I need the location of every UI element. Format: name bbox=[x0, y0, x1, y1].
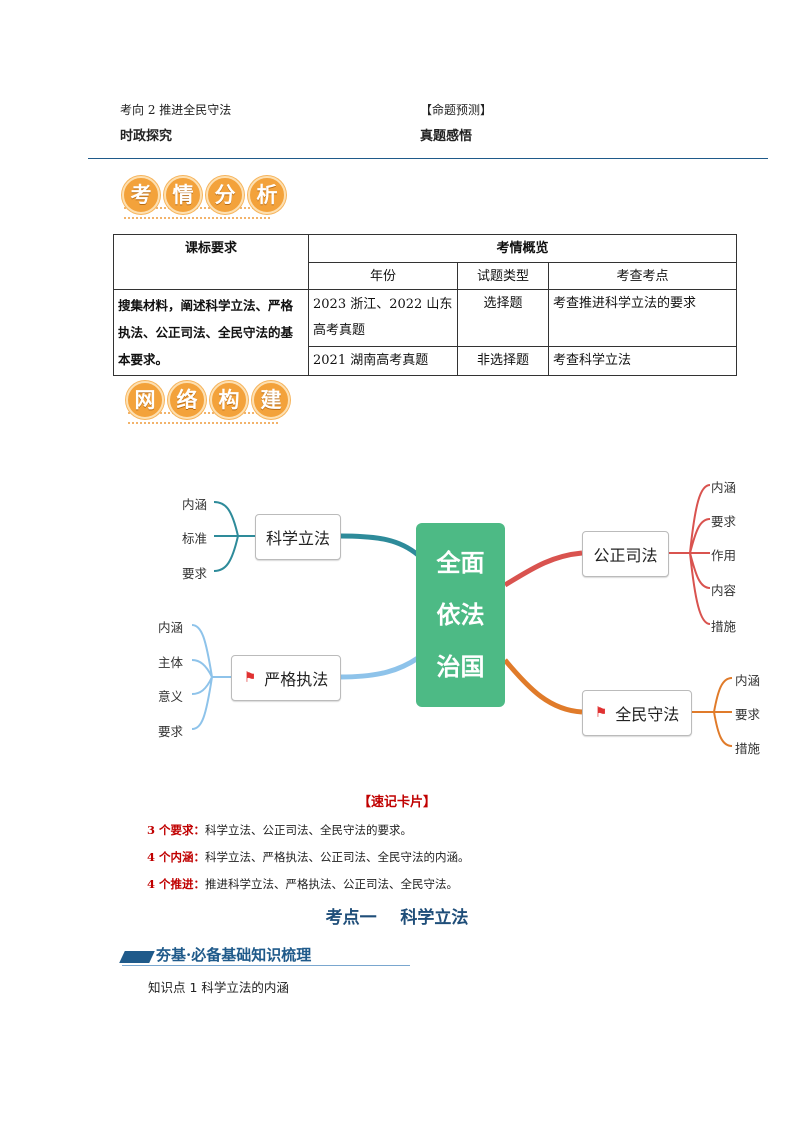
leaf-yange: 要求 bbox=[158, 724, 184, 739]
badge-decoration bbox=[124, 207, 270, 219]
section-badge-wangluo: 网 络 构 建 bbox=[126, 381, 290, 419]
card-line-text: 推进科学立法、严格执法、公正司法、全民守法。 bbox=[205, 877, 459, 891]
card-line-key: 3 个要求： bbox=[147, 823, 206, 837]
table-cell-type: 非选择题 bbox=[457, 346, 549, 376]
leaf-gongzheng: 内容 bbox=[711, 583, 737, 598]
leaf-quanmin: 内涵 bbox=[735, 673, 761, 688]
node-label: 公正司法 bbox=[593, 546, 658, 565]
leaf-quanmin: 措施 bbox=[735, 741, 761, 756]
badge-char: 分 bbox=[206, 176, 244, 214]
toc-left-2: 时政探究 bbox=[120, 129, 173, 144]
table-cell-year: 2021 湖南高考真题 bbox=[308, 346, 458, 376]
section-rule bbox=[122, 965, 410, 966]
node-gongzheng-sifa: 公正司法 bbox=[582, 531, 669, 577]
badge-char: 析 bbox=[248, 176, 286, 214]
badge-char: 网 bbox=[126, 381, 164, 419]
mindmap-center-node: 全面 依法 治国 bbox=[416, 523, 505, 707]
badge-char: 构 bbox=[210, 381, 248, 419]
leaf-gongzheng: 作用 bbox=[711, 548, 737, 563]
section-title: 夯基·必备基础知识梳理 bbox=[156, 946, 312, 964]
toc-right-1: 【命题预测】 bbox=[420, 103, 493, 117]
node-yange-zhifa: ⚑ 严格执法 bbox=[231, 655, 341, 701]
leaf-yange: 内涵 bbox=[158, 620, 184, 635]
table-subheader-point: 考查考点 bbox=[548, 261, 737, 290]
table-cell-type: 选择题 bbox=[457, 289, 549, 347]
leaf-yange: 主体 bbox=[158, 655, 184, 670]
node-label: 全民守法 bbox=[615, 705, 680, 724]
center-line: 全面 bbox=[436, 549, 485, 577]
card-line-text: 科学立法、严格执法、公正司法、全民守法的内涵。 bbox=[205, 850, 470, 864]
node-quanmin-shoufa: ⚑ 全民守法 bbox=[582, 690, 692, 736]
leaf-kexue: 要求 bbox=[182, 566, 208, 581]
center-line: 治国 bbox=[436, 653, 485, 681]
table-cell-year: 2023 浙江、2022 山东高考真题 bbox=[308, 289, 458, 347]
card-line: 3 个要求：科学立法、公正司法、全民守法的要求。 bbox=[147, 822, 412, 838]
leaf-gongzheng: 要求 bbox=[711, 514, 737, 529]
knowledge-point: 知识点 1 科学立法的内涵 bbox=[148, 980, 289, 995]
section-bar-decoration bbox=[119, 951, 155, 963]
leaf-quanmin: 要求 bbox=[735, 707, 761, 722]
leaf-kexue: 内涵 bbox=[182, 497, 208, 512]
leaf-gongzheng: 措施 bbox=[711, 619, 737, 634]
leaf-yange: 意义 bbox=[158, 689, 184, 704]
badge-char: 建 bbox=[252, 381, 290, 419]
card-line-key: 4 个推进： bbox=[147, 877, 206, 891]
center-line: 依法 bbox=[436, 601, 485, 629]
card-title: 【速记卡片】 bbox=[357, 795, 436, 810]
leaf-gongzheng: 内涵 bbox=[711, 480, 737, 495]
table-header-overview: 考情概览 bbox=[308, 234, 737, 263]
section-badge-kaoqing: 考 情 分 析 bbox=[122, 176, 286, 214]
table-cell-point: 考查推进科学立法的要求 bbox=[548, 289, 737, 347]
badge-char: 考 bbox=[122, 176, 160, 214]
badge-char: 络 bbox=[168, 381, 206, 419]
toc-right-2: 真题感悟 bbox=[420, 129, 473, 144]
card-line: 4 个推进：推进科学立法、严格执法、公正司法、全民守法。 bbox=[147, 876, 458, 892]
leaf-kexue: 标准 bbox=[182, 531, 208, 546]
toc-left-1: 考向 2 推进全民守法 bbox=[120, 103, 232, 117]
exam-analysis-table: 课标要求 考情概览 年份 试题类型 考查考点 搜集材料，阐述科学立法、严格执法、… bbox=[113, 234, 737, 376]
flag-icon: ⚑ bbox=[243, 670, 257, 686]
flag-icon: ⚑ bbox=[594, 705, 608, 721]
card-line-key: 4 个内涵： bbox=[147, 850, 206, 864]
badge-char: 情 bbox=[164, 176, 202, 214]
kaodian-title: 考点一 科学立法 bbox=[325, 908, 469, 928]
card-line: 4 个内涵：科学立法、严格执法、公正司法、全民守法的内涵。 bbox=[147, 849, 470, 865]
node-kexue-lifa: 科学立法 bbox=[255, 514, 341, 560]
card-line-text: 科学立法、公正司法、全民守法的要求。 bbox=[205, 823, 413, 837]
table-cell-requirement: 搜集材料，阐述科学立法、严格执法、公正司法、全民守法的基本要求。 bbox=[113, 289, 309, 376]
badge-decoration bbox=[128, 412, 278, 424]
header-rule bbox=[88, 158, 768, 159]
node-label: 科学立法 bbox=[265, 529, 330, 548]
table-subheader-year: 年份 bbox=[308, 261, 458, 290]
node-label: 严格执法 bbox=[264, 670, 329, 689]
table-cell-point: 考查科学立法 bbox=[548, 346, 737, 376]
